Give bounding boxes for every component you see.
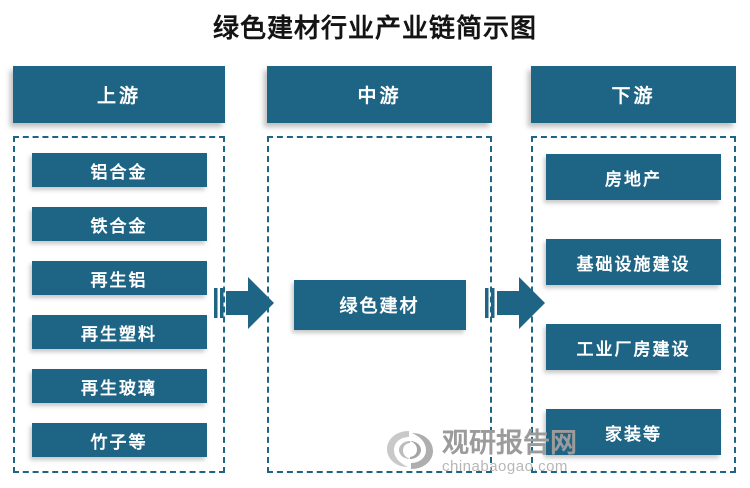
- downstream-header: 下游: [531, 66, 736, 123]
- downstream-item-box: 工业厂房建设: [546, 324, 721, 370]
- downstream-item-label: 工业厂房建设: [576, 339, 691, 359]
- upstream-item-box: 铁合金: [31, 207, 207, 241]
- watermark-text: 观研报告网 chinabaogao.com: [442, 428, 577, 476]
- upstream-header-label: 上游: [96, 86, 141, 107]
- upstream-item-box: 竹子等: [31, 423, 207, 457]
- downstream-item-box: 家装等: [546, 409, 721, 455]
- upstream-item-label: 竹子等: [90, 432, 148, 452]
- upstream-item-box: 再生塑料: [31, 315, 207, 349]
- upstream-item-label: 再生铝: [90, 270, 148, 290]
- downstream-item-box: 基础设施建设: [546, 239, 721, 285]
- upstream-item-box: 再生玻璃: [31, 369, 207, 403]
- upstream-item-label: 再生玻璃: [81, 378, 157, 398]
- midstream-header-label: 中游: [357, 86, 402, 107]
- upstream-item-label: 铁合金: [90, 216, 148, 236]
- upstream-item-label: 铝合金: [90, 162, 148, 182]
- downstream-container: 房地产 基础设施建设 工业厂房建设 家装等: [531, 136, 736, 473]
- downstream-item-box: 房地产: [546, 154, 721, 200]
- midstream-header: 中游: [267, 66, 492, 123]
- downstream-item-label: 家装等: [605, 424, 662, 444]
- downstream-item-label: 房地产: [605, 169, 662, 189]
- upstream-item-label: 再生塑料: [81, 324, 157, 344]
- upstream-container: 铝合金 铁合金 再生铝 再生塑料 再生玻璃 竹子等: [13, 136, 225, 473]
- upstream-item-box: 再生铝: [31, 261, 207, 295]
- downstream-header-label: 下游: [611, 86, 656, 107]
- downstream-item-label: 基础设施建设: [576, 254, 691, 274]
- watermark-site-name: 观研报告网: [442, 428, 577, 458]
- watermark-domain: chinabaogao.com: [442, 458, 568, 476]
- upstream-item-box: 铝合金: [31, 153, 207, 187]
- swirl-logo-icon: [383, 429, 437, 476]
- midstream-item-label: 绿色建材: [339, 295, 420, 316]
- midstream-to-downstream-arrow-icon: [485, 275, 545, 331]
- watermark: 观研报告网 chinabaogao.com: [383, 429, 577, 476]
- upstream-header: 上游: [13, 66, 225, 123]
- midstream-item-box: 绿色建材: [293, 279, 466, 330]
- upstream-to-midstream-arrow-icon: [214, 275, 274, 331]
- midstream-container: 绿色建材: [267, 136, 492, 473]
- page-title: 绿色建材行业产业链简示图: [212, 14, 537, 43]
